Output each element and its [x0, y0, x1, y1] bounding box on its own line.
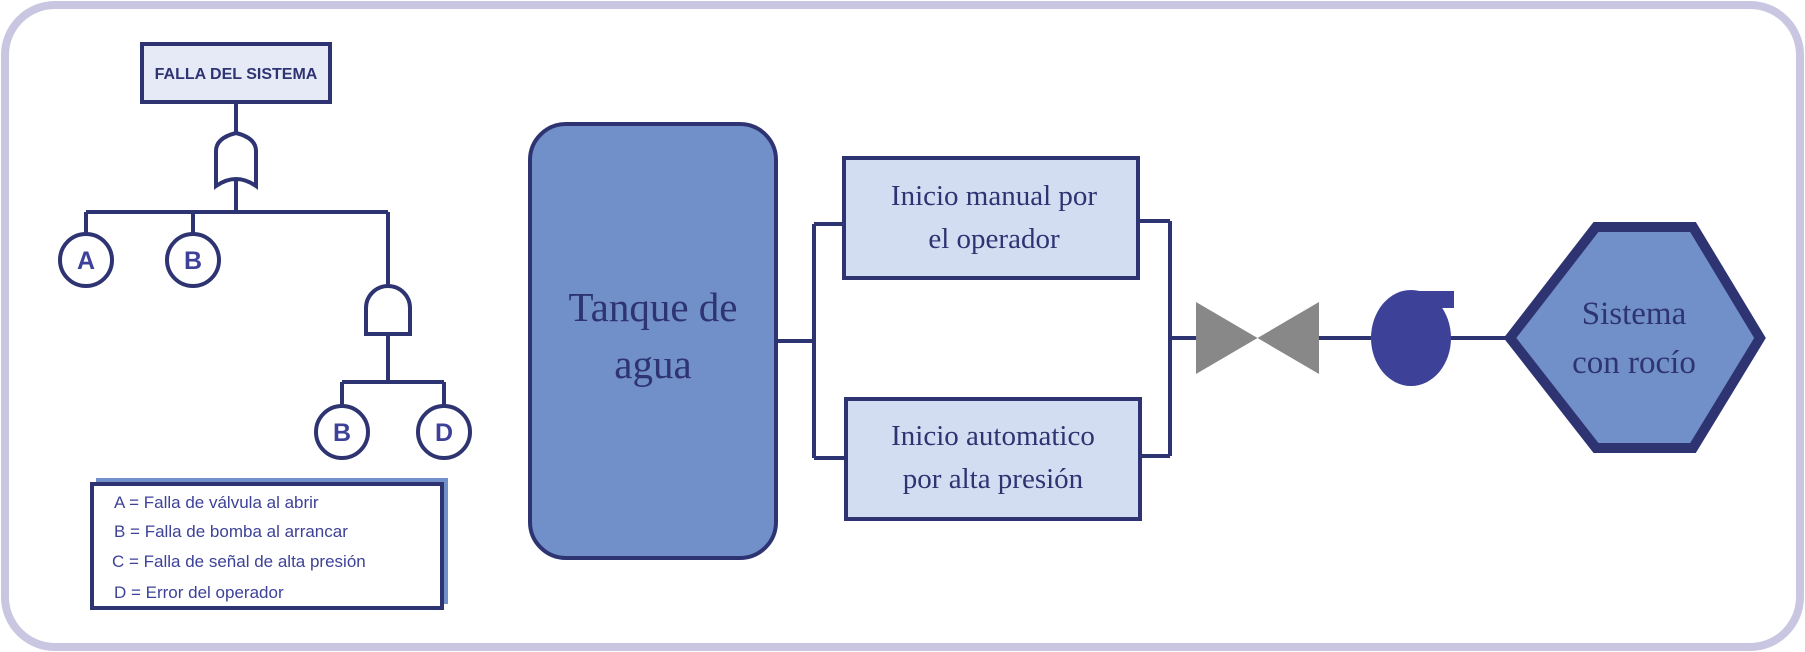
tank-label-line2: agua	[614, 341, 691, 387]
legend-item-d: D = Error del operador	[114, 583, 284, 602]
process-flow	[528, 122, 1766, 560]
centrifugal-pump-icon	[1371, 290, 1454, 386]
auto-start-line1: Inicio automatico	[891, 420, 1095, 452]
auto-start-box	[844, 397, 1142, 521]
legend-item-c: C = Falla de señal de alta presión	[112, 552, 366, 571]
spray-system-line1: Sistema	[1582, 296, 1687, 332]
legend-item-b: B = Falla de bomba al arrancar	[114, 522, 348, 541]
top-event-box	[140, 42, 332, 104]
fault-tree	[58, 42, 472, 460]
top-event-label: FALLA DEL SISTEMA	[155, 66, 318, 83]
legend-item-a: A = Falla de válvula al abrir	[114, 493, 319, 512]
legend-box	[90, 482, 444, 610]
and-gate-icon	[364, 284, 412, 336]
event-a-circle	[58, 232, 114, 288]
event-d-circle	[416, 404, 472, 460]
event-b-circle	[165, 232, 221, 288]
manual-start-line1: Inicio manual por	[891, 180, 1098, 212]
tank-label-line1: Tanque de	[568, 284, 737, 330]
event-b2-circle	[314, 404, 370, 460]
manual-start-line2: el operador	[928, 223, 1060, 255]
event-a-label: A	[77, 247, 95, 275]
auto-start-line2: por alta presión	[903, 463, 1084, 495]
event-b2-label: B	[333, 419, 351, 447]
manual-start-box	[842, 156, 1140, 280]
spray-system-line2: con rocío	[1572, 345, 1696, 381]
gate-valve-icon	[1196, 302, 1319, 374]
event-b-label: B	[184, 247, 202, 275]
spray-system-hexagon	[1503, 222, 1766, 453]
or-gate-icon	[214, 130, 258, 190]
event-d-label: D	[435, 419, 453, 447]
